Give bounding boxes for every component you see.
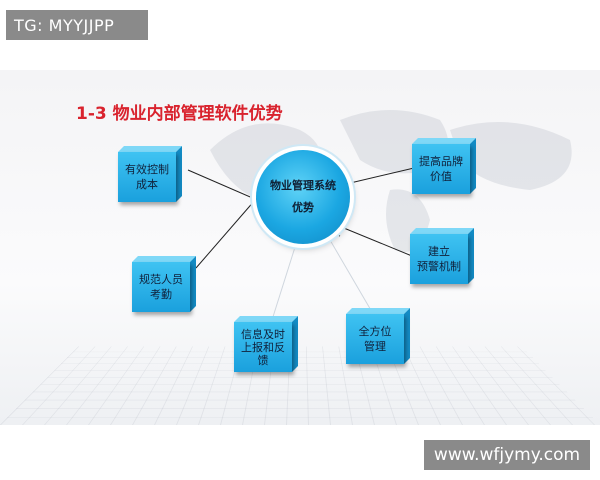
node-label: 建立 [428,245,450,258]
slide-canvas [0,70,600,425]
node-label: 成本 [136,178,158,191]
connector-value [345,167,415,185]
node-label: 有效控制 [125,163,169,176]
node-brand-value: 提高品牌 价值 [412,138,476,194]
node-all-round-management: 全方位 管理 [346,308,410,364]
center-node: 物业管理系统 优势 [256,150,350,244]
node-label: 规范人员 [139,273,183,286]
watermark-bottom: www.wfjymy.com [424,440,590,470]
node-label: 考勤 [150,288,172,301]
watermark-top: TG: MYYJJPP [6,10,148,40]
center-label-2: 优势 [292,201,314,214]
center-label-1: 物业管理系统 [270,179,336,192]
node-label: 馈 [257,353,269,367]
node-cost-control: 有效控制 成本 [118,146,182,202]
node-label: 管理 [364,340,386,353]
node-label: 全方位 [358,325,392,338]
connector-all [329,239,373,313]
node-early-warning: 建立 预警机制 [410,228,474,284]
node-label: 预警机制 [417,260,461,273]
node-info-report: 信息及时 上报和反 馈 [234,316,298,372]
slide-title: 1-3 物业内部管理软件优势 [76,104,283,124]
node-label: 信息及时 [241,327,285,341]
connector-staff [195,191,263,269]
node-staff-attendance: 规范人员 考勤 [132,256,196,312]
node-label: 提高品牌 [419,155,463,168]
node-label: 上报和反 [241,340,285,354]
world-map-background [210,110,572,252]
connector-info [271,243,297,321]
node-label: 价值 [430,170,452,183]
